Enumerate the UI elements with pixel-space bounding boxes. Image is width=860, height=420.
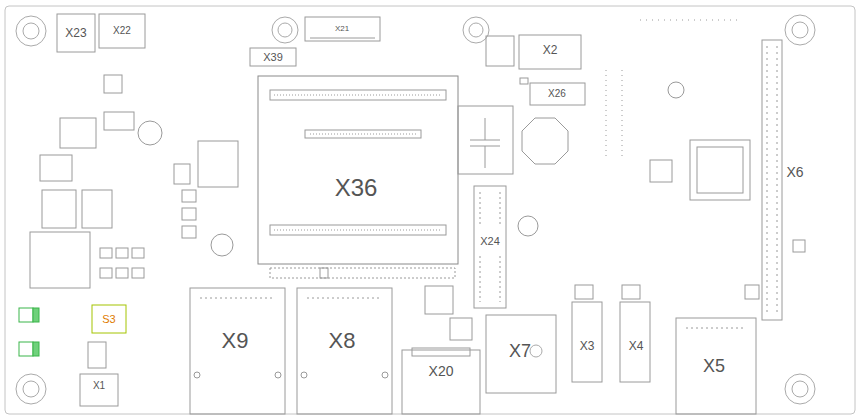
part-name: X20 <box>429 364 454 378</box>
part-name: X6 <box>786 165 803 179</box>
part-name: X3 <box>580 340 595 352</box>
part-name: X8 <box>329 330 356 352</box>
part-name: X5 <box>703 357 725 375</box>
part-name: X2 <box>543 44 558 56</box>
part-name: X7 <box>509 342 531 360</box>
part-name: S3 <box>102 314 115 325</box>
part-name: X21 <box>335 25 349 33</box>
part-name: X1 <box>93 381 105 391</box>
part-name: X26 <box>548 89 566 99</box>
part-name: X9 <box>222 330 249 352</box>
part-name: X24 <box>480 236 500 247</box>
part-name: X22 <box>113 26 131 36</box>
part-name: X4 <box>629 340 644 352</box>
part-name: X36 <box>335 176 378 200</box>
part-name: X23 <box>65 27 86 39</box>
part-name: X39 <box>263 52 283 63</box>
